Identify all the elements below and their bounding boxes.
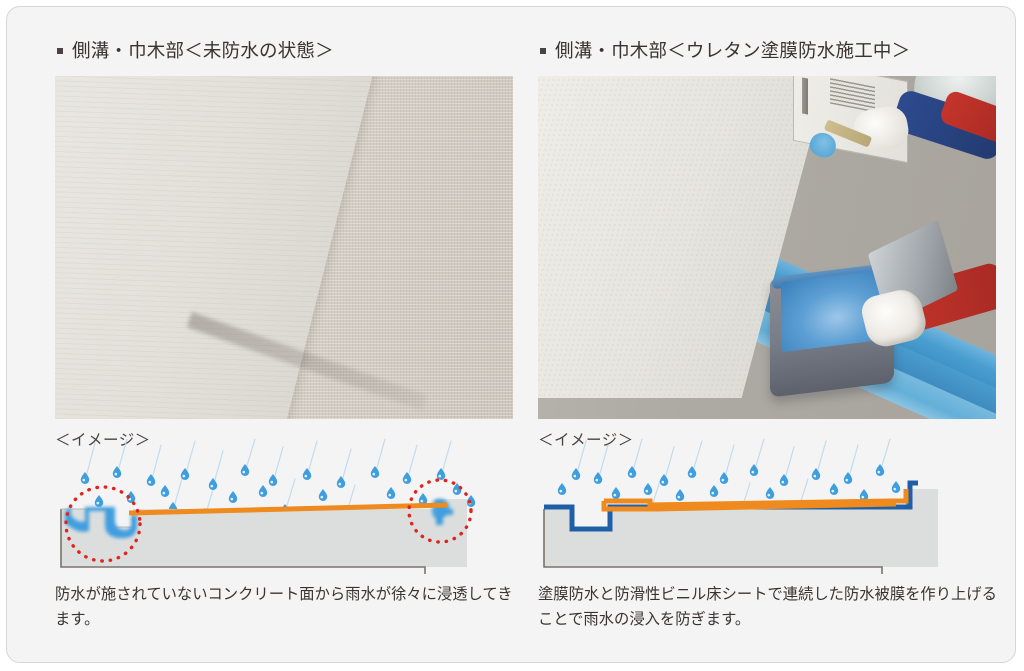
bullet-square-icon — [540, 47, 546, 54]
caption-left: 防水が施されていないコンクリート面から雨水が徐々に浸透してきます。 — [55, 586, 513, 628]
image-label-left: ＜イメージ＞ — [55, 432, 151, 449]
caption-right: 塗膜防水と防滑性ビニル床シートで連続した防水被膜を作り上げることで雨水の浸入を防… — [538, 586, 997, 628]
panel-right: 側溝・巾木部＜ウレタン塗膜防水施工中＞ ＜イメ — [530, 7, 1023, 662]
diagram-right-waterproofed — [538, 439, 1008, 574]
orange-sheet-run — [655, 501, 897, 512]
image-label-right: ＜イメージ＞ — [538, 432, 634, 449]
photo-right-urethane-coating — [538, 76, 996, 419]
panel-left: 側溝・巾木部＜未防水の状態＞ ＜イメージ＞ — [47, 7, 540, 662]
photo-right-cabinet-hinge — [802, 77, 808, 115]
orange-membrane — [128, 502, 448, 516]
panel-left-title-text: 側溝・巾木部＜未防水の状態＞ — [72, 40, 334, 61]
highlight-circle-right — [407, 478, 473, 544]
photo-left-unwaterproofed — [55, 76, 513, 419]
concrete-slab — [543, 489, 938, 574]
orange-sheet-edge-left — [601, 501, 656, 512]
bullet-square-icon — [57, 47, 63, 54]
highlight-circle-left — [64, 485, 142, 563]
diagram-left-unwaterproofed — [55, 439, 525, 574]
blue-urethane-membrane — [544, 480, 918, 532]
panel-left-title: 側溝・巾木部＜未防水の状態＞ — [57, 37, 334, 63]
panel-right-title-text: 側溝・巾木部＜ウレタン塗膜防水施工中＞ — [555, 40, 911, 61]
panel-right-title: 側溝・巾木部＜ウレタン塗膜防水施工中＞ — [540, 37, 910, 63]
content-card: 側溝・巾木部＜未防水の状態＞ ＜イメージ＞ — [6, 6, 1016, 663]
orange-vinyl-sheet — [604, 489, 909, 508]
